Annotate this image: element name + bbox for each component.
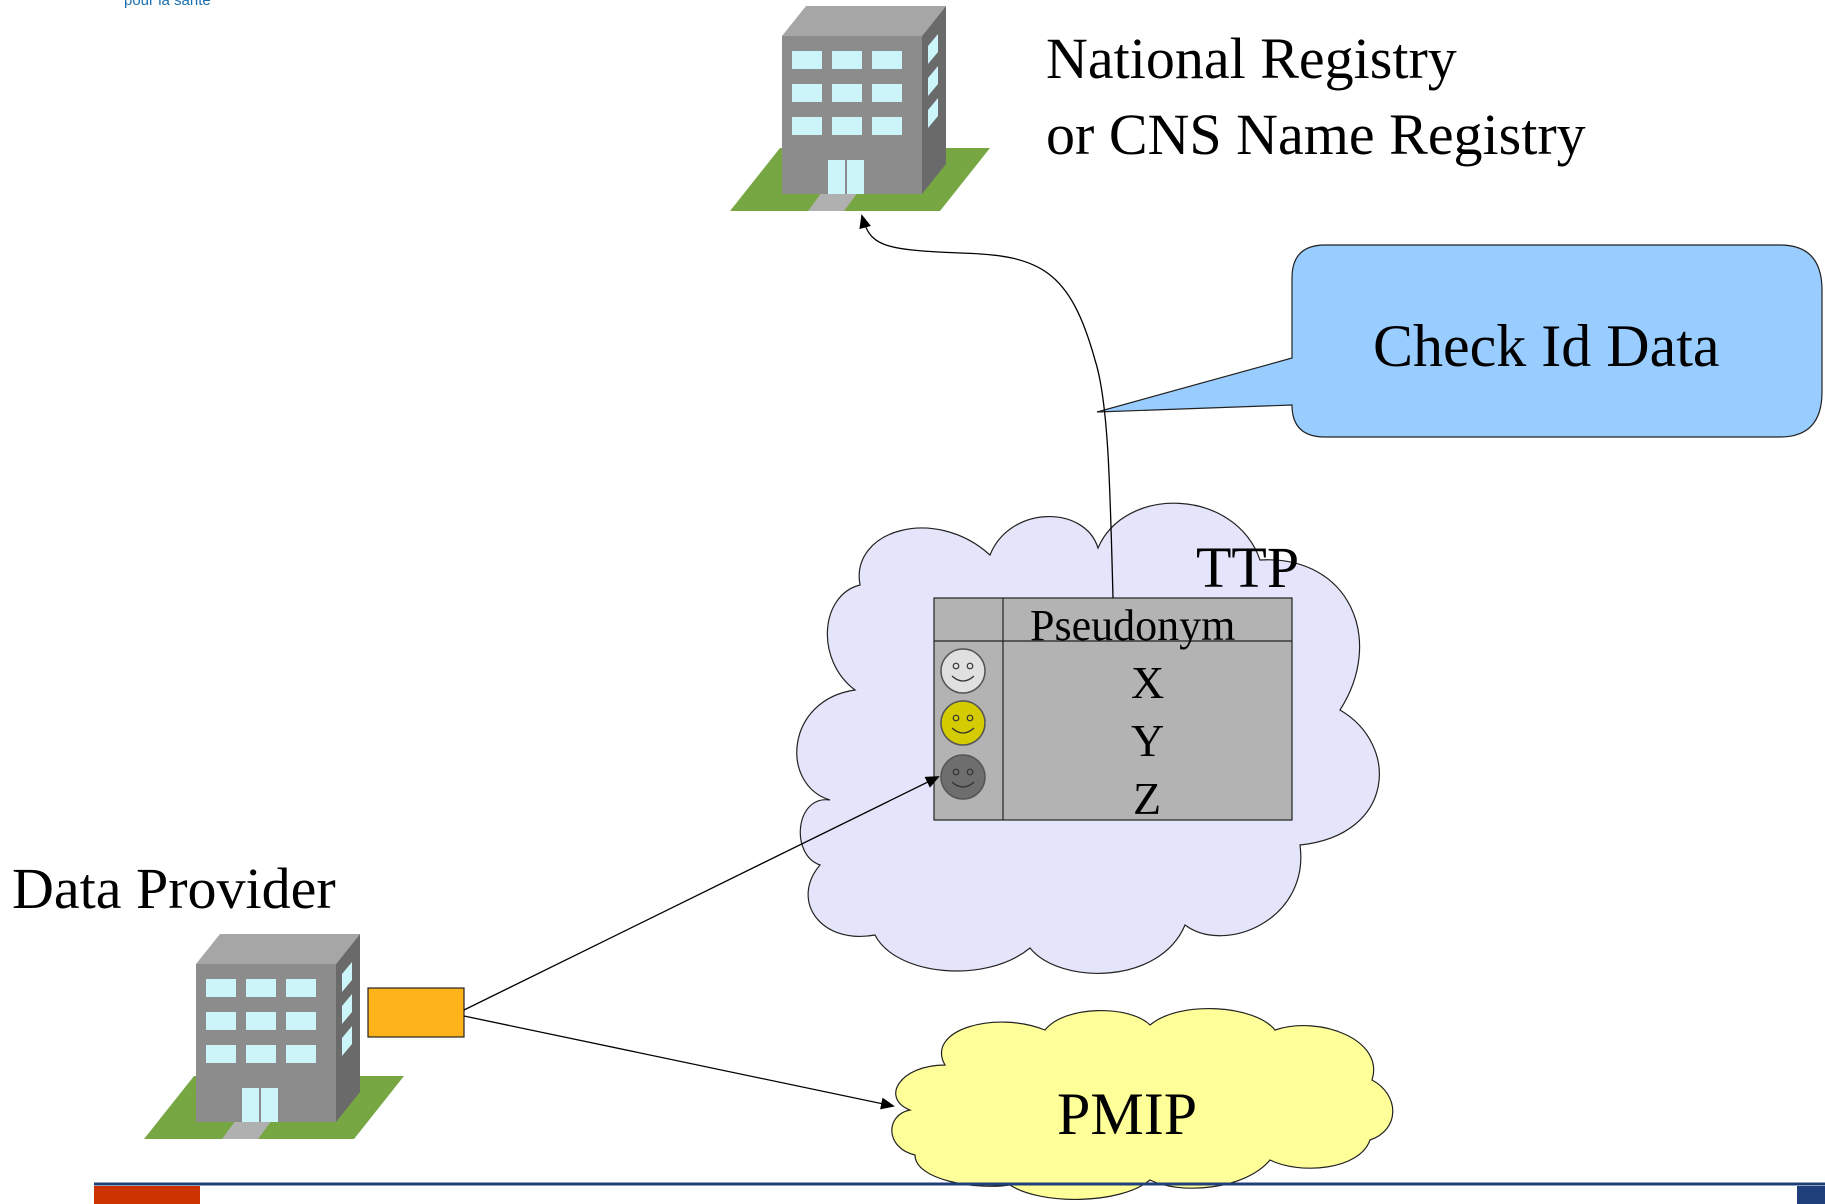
national-registry-building-icon — [729, 5, 991, 212]
pseudonym-table — [933, 597, 1293, 821]
pmip-label: PMIP — [1057, 1081, 1198, 1147]
data-packet — [367, 987, 465, 1038]
pseudonym-x: X — [1131, 657, 1165, 708]
ttp-label: TTP — [1196, 535, 1300, 600]
pseudonym-z: Z — [1133, 773, 1162, 824]
footer-accent-right — [1797, 1186, 1825, 1204]
data-provider-label: Data Provider — [12, 856, 336, 921]
arrow-to-national-registry — [859, 214, 1114, 599]
check-id-label: Check Id Data — [1373, 313, 1720, 379]
logo-tagline: pour la santé — [124, 0, 211, 9]
pmip-cloud — [891, 1007, 1394, 1201]
person-y-smiley-icon — [940, 700, 986, 746]
check-id-callout — [1096, 244, 1823, 438]
person-z-smiley-icon — [940, 754, 986, 800]
pseudonym-y: Y — [1131, 715, 1165, 766]
person-x-smiley-icon — [940, 648, 986, 694]
data-provider-building-icon — [143, 933, 405, 1140]
arrow-to-pmip — [463, 1015, 895, 1110]
footer-accent-left — [94, 1186, 200, 1204]
pseudonym-header: Pseudonym — [1030, 601, 1236, 650]
national-registry-label-line2: or CNS Name Registry — [1046, 102, 1586, 167]
arrow-to-ttp — [463, 776, 940, 1011]
national-registry-label-line1: National Registry — [1046, 26, 1457, 91]
